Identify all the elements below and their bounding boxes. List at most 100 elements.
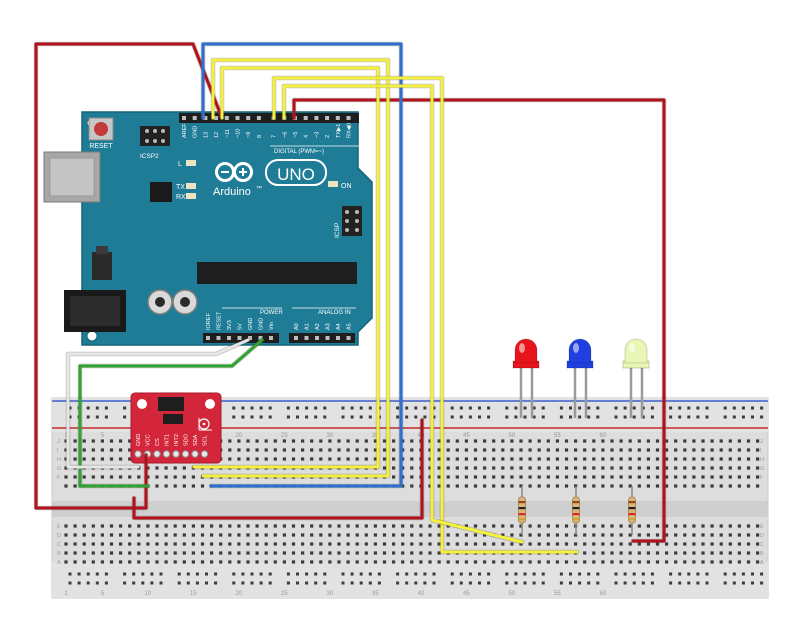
breadboard-hole [574, 448, 578, 452]
breadboard-hole [155, 466, 159, 470]
breadboard-hole [619, 551, 623, 555]
breadboard-hole [546, 484, 550, 488]
digital-pin-label: TX▶1 [336, 124, 342, 138]
breadboard-hole [610, 551, 614, 555]
rail-hole [468, 415, 472, 419]
breadboard-hole [73, 560, 77, 564]
rail-hole [514, 581, 518, 585]
breadboard-hole [182, 533, 186, 537]
white-wire [66, 338, 250, 469]
breadboard-hole [328, 533, 332, 537]
breadboard-hole [483, 542, 487, 546]
rail-hole [614, 572, 618, 576]
breadboard-hole [583, 533, 587, 537]
rail-hole [314, 406, 318, 410]
breadboard-hole [683, 533, 687, 537]
header-pin [269, 336, 273, 340]
microcontroller-chip [197, 262, 357, 284]
breadboard-hole [464, 524, 468, 528]
breadboard-hole [210, 542, 214, 546]
breadboard-hole [355, 533, 359, 537]
rail-hole [205, 581, 208, 585]
rail-hole [523, 415, 527, 419]
breadboard-hole [100, 524, 104, 528]
breadboard-hole [173, 466, 177, 470]
breadboard-hole [410, 533, 414, 537]
breadboard-hole [128, 560, 132, 564]
rail-hole [104, 572, 108, 576]
rail-hole [214, 581, 218, 585]
breadboard-hole [665, 466, 669, 470]
breadboard-hole [373, 457, 377, 461]
rail-hole [305, 415, 309, 419]
breadboard-hole [373, 560, 377, 564]
breadboard-hole [446, 448, 450, 452]
breadboard-hole [564, 466, 569, 470]
breadboard-hole [692, 484, 696, 488]
breadboard-hole [665, 560, 669, 564]
rail-hole [650, 581, 654, 585]
breadboard-hole [701, 560, 705, 564]
breadboard-hole [428, 439, 432, 443]
breadboard-hole [564, 524, 569, 528]
header-pin [258, 336, 263, 340]
breadboard-hole [401, 466, 405, 470]
breadboard-hole [756, 524, 760, 528]
breadboard-hole [756, 475, 760, 479]
rail-hole [487, 572, 491, 576]
breadboard-hole [228, 439, 232, 443]
breadboard-hole [73, 551, 77, 555]
breadboard-hole [665, 475, 669, 479]
leds [512, 338, 650, 418]
resistor-band [518, 518, 526, 521]
breadboard-hole [637, 484, 641, 488]
breadboard-hole [746, 448, 751, 452]
row-letter: J [57, 439, 60, 445]
breadboard-hole [574, 560, 578, 564]
row-letter: F [57, 475, 61, 481]
breadboard-hole [728, 484, 732, 488]
breadboard-hole [301, 533, 305, 537]
rail-hole [368, 572, 372, 576]
sensor-chip [158, 397, 184, 411]
rail-hole [368, 406, 372, 410]
breadboard-hole [737, 551, 741, 555]
breadboard-hole [510, 533, 514, 537]
breadboard-hole [200, 484, 205, 488]
breadboard-hole [592, 466, 596, 470]
row-letter: F [760, 475, 764, 481]
rail-hole [123, 572, 127, 576]
breadboard-hole [628, 560, 632, 564]
breadboard-hole [546, 475, 550, 479]
analog-header-label: ANALOG IN [318, 310, 351, 316]
breadboard-hole [146, 551, 150, 555]
rail-hole [286, 572, 290, 576]
resistor-band [572, 513, 580, 516]
breadboard-hole [246, 457, 250, 461]
breadboard-hole [346, 542, 350, 546]
breadboard-hole [719, 466, 723, 470]
breadboard-hole [756, 533, 760, 537]
breadboard-hole [646, 457, 650, 461]
rail-hole [760, 415, 764, 419]
breadboard-hole [546, 524, 550, 528]
red-wire-left [34, 42, 224, 510]
rail-hole [751, 572, 754, 576]
breadboard-hole [319, 524, 323, 528]
breadboard-hole [655, 457, 660, 461]
breadboard-hole [237, 542, 241, 546]
breadboard-hole [237, 560, 241, 564]
breadboard-hole [109, 542, 114, 546]
rail-hole [732, 572, 736, 576]
uno-badge [265, 159, 327, 186]
breadboard-hole [546, 457, 550, 461]
breadboard-hole [291, 524, 296, 528]
rail-hole [478, 415, 481, 419]
rail-hole [414, 581, 418, 585]
mounting-hole [86, 330, 98, 342]
rail-hole [450, 406, 454, 410]
breadboard-hole [592, 560, 596, 564]
